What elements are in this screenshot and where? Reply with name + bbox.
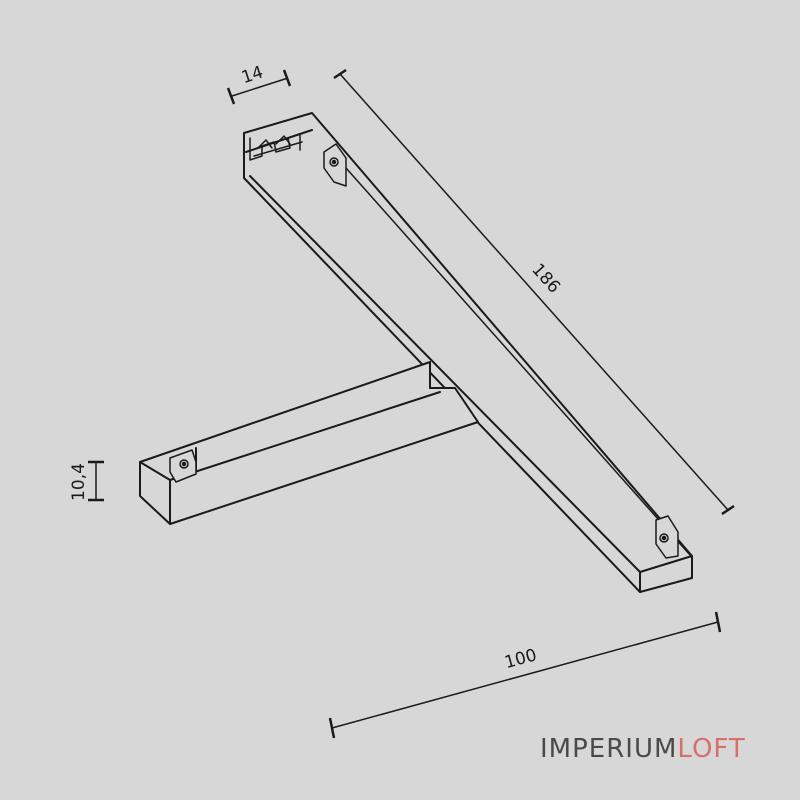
height-dimension [88, 460, 104, 502]
width-dimension [226, 69, 292, 105]
mount-clip-branch [169, 449, 197, 483]
mount-clip-bottom [655, 515, 679, 559]
brand-watermark: IMPERIUMLOFT [540, 734, 746, 764]
end-slot-detail [249, 133, 303, 161]
branch-label: 100 [502, 645, 539, 673]
main-profile [243, 112, 693, 593]
height-label: 10,4 [69, 463, 89, 501]
branch-dimension [328, 611, 722, 739]
watermark-part-accent: LOFT [677, 734, 746, 764]
mount-clip-top [323, 143, 347, 187]
watermark-part-main: IMPERIUM [540, 734, 678, 764]
branch-profile [139, 361, 479, 525]
width-label: 14 [239, 62, 266, 88]
length-dimension [333, 68, 735, 516]
